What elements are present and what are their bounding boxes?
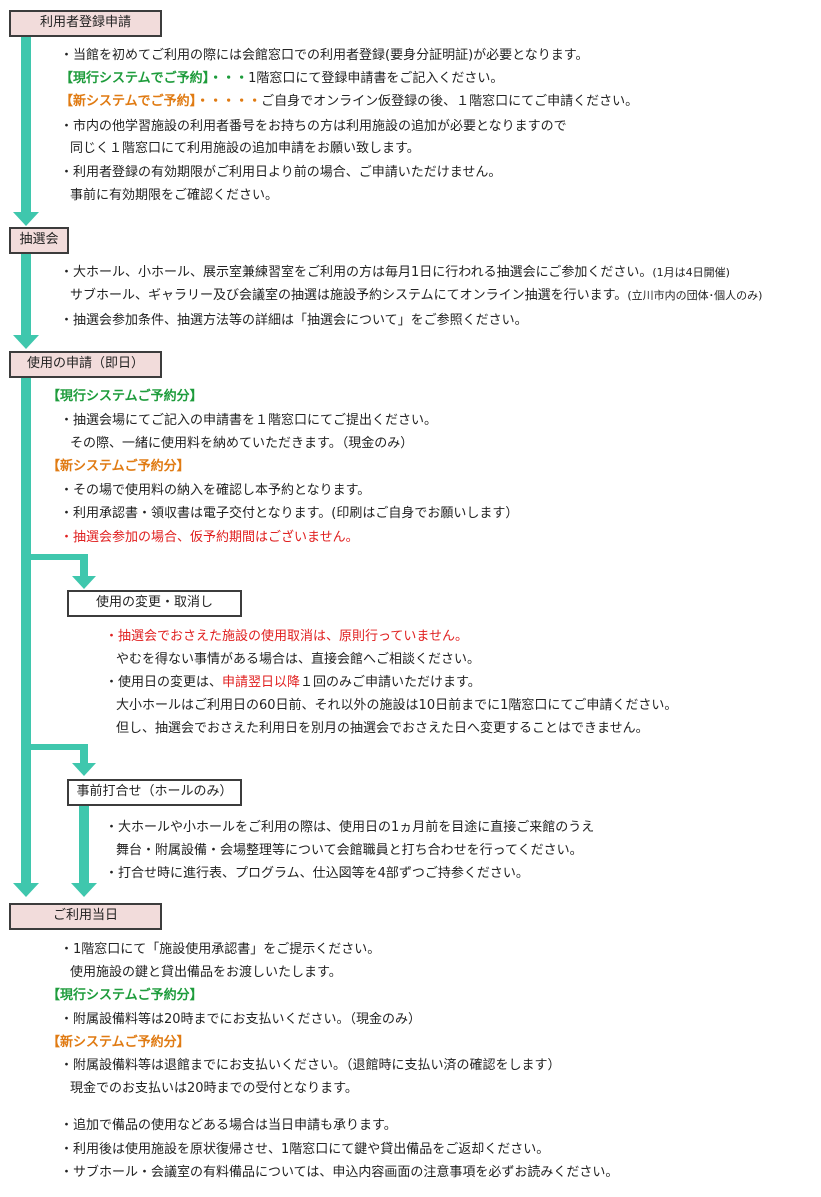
text-line: ・附属設備料等は20時までにお支払いください。（現金のみ） [60,1012,422,1027]
text-line: 大小ホールはご利用日の60日前、それ以外の施設は10日前までに1階窓口にてご申請… [116,698,678,713]
text-span: ・使用日の変更は、 [105,675,223,690]
text-line: ・市内の他学習施設の利用者番号をお持ちの方は利用施設の追加が必要となりますので [60,119,567,134]
warning-line: ・抽選会参加の場合、仮予約期間はございません。 [60,530,359,545]
step-lottery: 抽選会 [9,227,69,254]
step-day-of-use: ご利用当日 [9,903,162,930]
text-line: ・打合せ時に進行表、プログラム、仕込図等を4部ずつご持参ください。 [105,866,529,881]
text-line: 同じく１階窓口にて利用施設の追加申請をお願い致します。 [70,141,420,156]
label-new-system: 【新システムでご予約】・・・・・ [60,94,262,109]
text-span: ご自身でオンライン仮登録の後、１階窓口にてご申請ください。 [261,94,639,109]
warning-line: ・抽選会でおさえた施設の使用取消は、原則行っていません。 [105,629,468,644]
text-line: ・抽選会場にてご記入の申請書を１階窓口にてご提出ください。 [60,413,438,428]
text-line: ・当館を初めてご利用の際には会館窓口での利用者登録(要身分証明証)が必要となりま… [60,48,589,63]
text-line: ・1階窓口にて「施設使用承認書」をご提示ください。 [60,942,381,957]
label-current-system: 【現行システムご予約分】 [47,988,203,1003]
text-span: １回のみご申請いただけます。 [300,675,481,690]
text-line: 【新システムでご予約】・・・・・ご自身でオンライン仮登録の後、１階窓口にてご申請… [60,93,638,111]
text-line: やむを得ない事情がある場合は、直接会館へご相談ください。 [116,652,481,667]
text-line: ・大ホール、小ホール、展示室兼練習室をご利用の方は毎月1日に行われる抽選会にご参… [60,264,730,282]
text-line: サブホール、ギャラリー及び会議室の抽選は施設予約システムにてオンライン抽選を行い… [70,287,762,305]
text-line: ・その場で使用料の納入を確認し本予約となります。 [60,483,371,498]
flow-connector [13,36,97,897]
text-line: 事前に有効期限をご確認ください。 [70,188,279,203]
text-line: ・利用者登録の有効期限がご利用日より前の場合、ご申請いただけません。 [60,165,502,180]
step-change-cancel: 使用の変更・取消し [67,590,242,617]
label-current-system: 【現行システムご予約分】 [47,389,203,404]
text-line: ・利用後は使用施設を原状復帰させ、1階窓口にて鍵や貸出備品をご返却ください。 [60,1142,550,1157]
text-line: 但し、抽選会でおさえた利用日を別月の抽選会でおさえた日へ変更することはできません… [116,721,649,736]
text-span: ・大ホール、小ホール、展示室兼練習室をご利用の方は毎月1日に行われる抽選会にご参… [60,265,653,280]
text-line: 現金でのお支払いは20時までの受付となります。 [70,1081,358,1096]
label-current-system: 【現行システムでご予約】・・・ [60,71,249,86]
label-new-system: 【新システムご予約分】 [47,1035,190,1050]
text-line: 使用施設の鍵と貸出備品をお渡しいたします。 [70,965,342,980]
text-line: ・大ホールや小ホールをご利用の際は、使用日の1ヵ月前を目途に直接ご来館のうえ [105,820,595,835]
text-span: サブホール、ギャラリー及び会議室の抽選は施設予約システムにてオンライン抽選を行い… [70,288,628,303]
label-new-system: 【新システムご予約分】 [47,459,190,474]
text-line: ・使用日の変更は、申請翌日以降１回のみご申請いただけます。 [105,674,481,692]
step-user-registration: 利用者登録申請 [9,10,162,37]
text-line: 【現行システムでご予約】・・・1階窓口にて登録申請書をご記入ください。 [60,70,503,88]
note-span: (立川市内の団体･個人のみ) [627,289,763,302]
step-usage-application: 使用の申請（即日） [9,351,162,378]
text-line: 舞台・附属設備・会場整理等について会館職員と打ち合わせを行ってください。 [116,843,583,858]
highlight-span: 申請翌日以降 [222,675,301,690]
text-line: ・附属設備料等は退館までにお支払いください。（退館時に支払い済の確認をします） [60,1058,561,1073]
text-span: 1階窓口にて登録申請書をご記入ください。 [248,71,504,86]
note-span: (1月は4日開催) [652,266,730,279]
step-pre-meeting: 事前打合せ（ホールのみ） [67,779,242,806]
text-line: ・抽選会参加条件、抽選方法等の詳細は「抽選会について」をご参照ください。 [60,313,528,328]
text-line: ・追加で備品の使用などある場合は当日申請も承ります。 [60,1118,397,1133]
text-line: ・サブホール・会議室の有料備品については、申込内容画面の注意事項を必ずお読みくだ… [60,1165,619,1180]
text-line: ・利用承認書・領収書は電子交付となります。(印刷はご自身でお願いします） [60,506,519,521]
text-line: その際、一緒に使用料を納めていただきます。（現金のみ） [70,436,414,451]
